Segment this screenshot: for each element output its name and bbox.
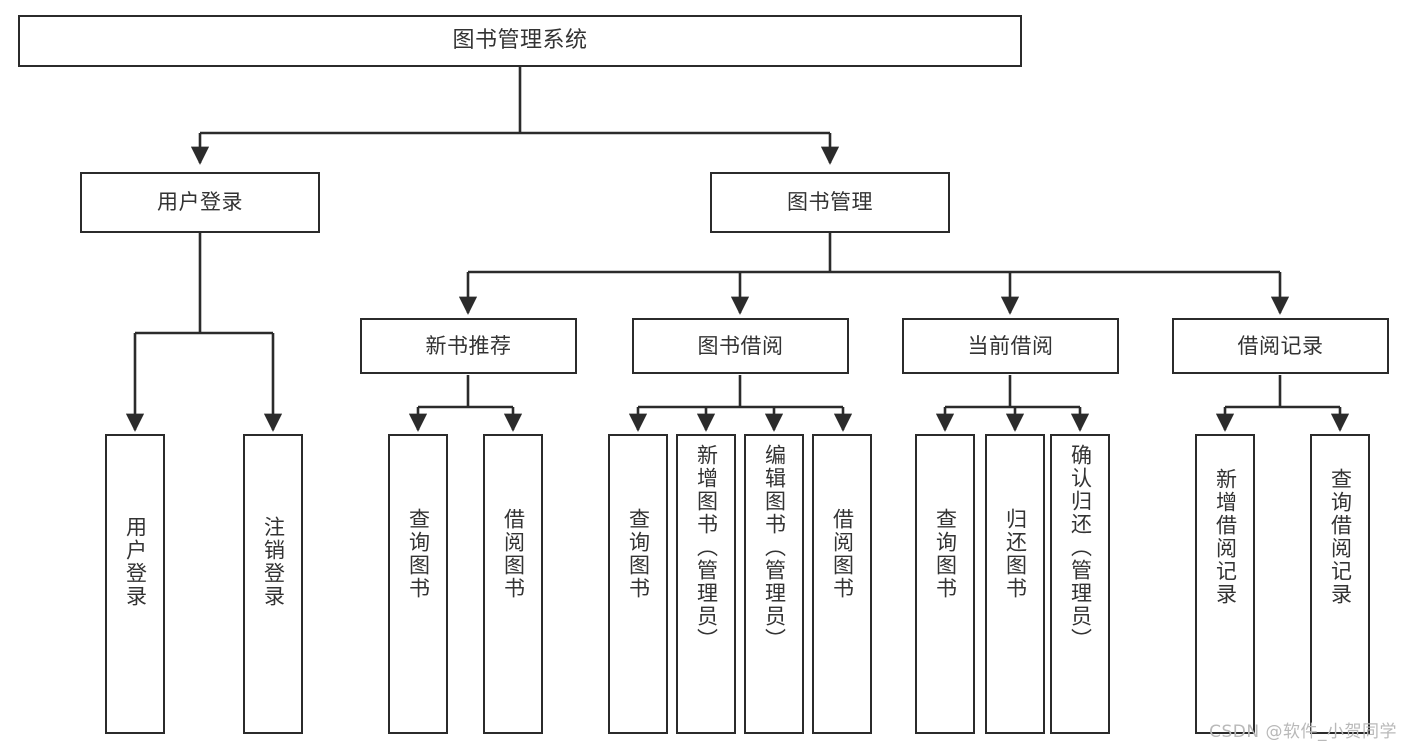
node-leaf-edit-book[interactable]: 编辑图书（管理员） — [744, 434, 804, 734]
node-leaf-query-book-1-label: 查询图书 — [406, 508, 431, 600]
node-leaf-edit-book-label: 编辑图书（管理员） — [762, 444, 787, 651]
node-new-book-rec-label: 新书推荐 — [425, 333, 512, 358]
node-leaf-return-book[interactable]: 归还图书 — [985, 434, 1045, 734]
node-current-borrow[interactable]: 当前借阅 — [902, 318, 1119, 374]
node-leaf-add-record[interactable]: 新增借阅记录 — [1195, 434, 1255, 734]
node-leaf-logout[interactable]: 注销登录 — [243, 434, 303, 734]
node-leaf-query-record[interactable]: 查询借阅记录 — [1310, 434, 1370, 734]
node-leaf-user-login[interactable]: 用户登录 — [105, 434, 165, 734]
node-book-borrow[interactable]: 图书借阅 — [632, 318, 849, 374]
node-leaf-confirm-return[interactable]: 确认归还（管理员） — [1050, 434, 1110, 734]
node-leaf-query-book-1[interactable]: 查询图书 — [388, 434, 448, 734]
node-leaf-query-book-3-label: 查询图书 — [933, 508, 958, 600]
node-leaf-return-book-label: 归还图书 — [1003, 508, 1028, 600]
node-leaf-borrow-book-2-label: 借阅图书 — [830, 508, 855, 600]
node-root[interactable]: 图书管理系统 — [18, 15, 1022, 67]
node-user-login-label: 用户登录 — [157, 190, 243, 215]
node-leaf-add-book-label: 新增图书（管理员） — [694, 444, 719, 651]
node-borrow-record[interactable]: 借阅记录 — [1172, 318, 1389, 374]
node-leaf-add-book[interactable]: 新增图书（管理员） — [676, 434, 736, 734]
node-leaf-confirm-return-label: 确认归还（管理员） — [1068, 444, 1093, 651]
node-borrow-record-label: 借阅记录 — [1237, 333, 1324, 358]
node-user-login[interactable]: 用户登录 — [80, 172, 320, 233]
node-book-manage-label: 图书管理 — [787, 190, 873, 215]
node-root-label: 图书管理系统 — [452, 28, 588, 54]
node-leaf-logout-label: 注销登录 — [261, 516, 286, 608]
node-leaf-query-book-2-label: 查询图书 — [626, 508, 651, 600]
node-leaf-query-book-3[interactable]: 查询图书 — [915, 434, 975, 734]
node-current-borrow-label: 当前借阅 — [967, 333, 1054, 358]
node-leaf-borrow-book-1-label: 借阅图书 — [501, 508, 526, 600]
node-leaf-query-record-label: 查询借阅记录 — [1328, 468, 1353, 606]
node-leaf-borrow-book-1[interactable]: 借阅图书 — [483, 434, 543, 734]
node-leaf-borrow-book-2[interactable]: 借阅图书 — [812, 434, 872, 734]
node-new-book-rec[interactable]: 新书推荐 — [360, 318, 577, 374]
node-book-borrow-label: 图书借阅 — [697, 333, 784, 358]
node-book-manage[interactable]: 图书管理 — [710, 172, 950, 233]
node-leaf-add-record-label: 新增借阅记录 — [1213, 468, 1238, 606]
node-leaf-user-login-label: 用户登录 — [123, 516, 148, 608]
node-leaf-query-book-2[interactable]: 查询图书 — [608, 434, 668, 734]
